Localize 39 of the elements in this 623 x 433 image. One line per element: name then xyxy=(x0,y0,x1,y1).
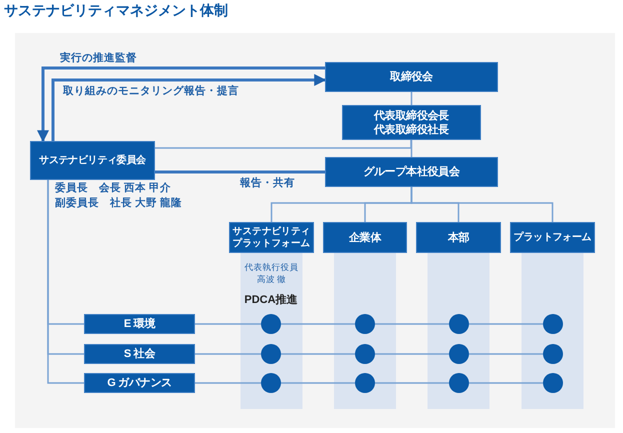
connector-line xyxy=(410,140,412,157)
connector-line xyxy=(195,353,261,355)
connector-line xyxy=(410,187,554,222)
org-box: 企業体 xyxy=(323,222,407,253)
edge-label: 取り組みのモニタリング報告・提言 xyxy=(63,85,239,98)
org-box: サステナビリティ委員会 xyxy=(30,141,155,180)
note-text: PDCA推進 xyxy=(243,294,299,307)
edge-label: 報告・共有 xyxy=(240,177,295,190)
connector-line xyxy=(469,382,543,384)
member-note: 委員長 会長 西本 甲介 xyxy=(55,182,171,195)
connector-line xyxy=(155,140,412,149)
connector-line xyxy=(281,353,355,355)
connector-line xyxy=(410,92,412,105)
theme-box: E 環境 xyxy=(84,314,195,334)
diagram-title: サステナビリティマネジメント体制 xyxy=(4,2,228,20)
org-box: 本部 xyxy=(416,222,501,253)
connector-line xyxy=(281,382,355,384)
org-box: 取締役会 xyxy=(325,62,498,92)
org-box: プラットフォーム xyxy=(510,222,595,253)
connector-line xyxy=(195,382,261,384)
connector-line xyxy=(281,323,355,325)
edge-label: 実行の推進監督 xyxy=(60,52,137,65)
connector-line xyxy=(195,323,261,325)
member-note: 代表執行役員 xyxy=(244,262,300,273)
connector-line xyxy=(375,382,449,384)
theme-box: G ガバナンス xyxy=(84,373,195,393)
connector-line xyxy=(155,170,325,174)
member-note: 高波 徹 xyxy=(256,274,288,285)
org-box: グループ本社役員会 xyxy=(325,157,498,187)
arrow xyxy=(52,74,326,141)
connector-line xyxy=(375,353,449,355)
connector-line xyxy=(469,353,543,355)
org-box: サステナビリティプラットフォーム xyxy=(229,222,314,253)
connector-line xyxy=(469,323,543,325)
connector-line xyxy=(375,323,449,325)
arrow xyxy=(37,66,325,142)
org-box: 代表取締役会長 代表取締役社長 xyxy=(342,105,481,140)
theme-box: S 社会 xyxy=(84,344,195,364)
member-note: 副委員長 社長 大野 龍隆 xyxy=(55,197,182,210)
